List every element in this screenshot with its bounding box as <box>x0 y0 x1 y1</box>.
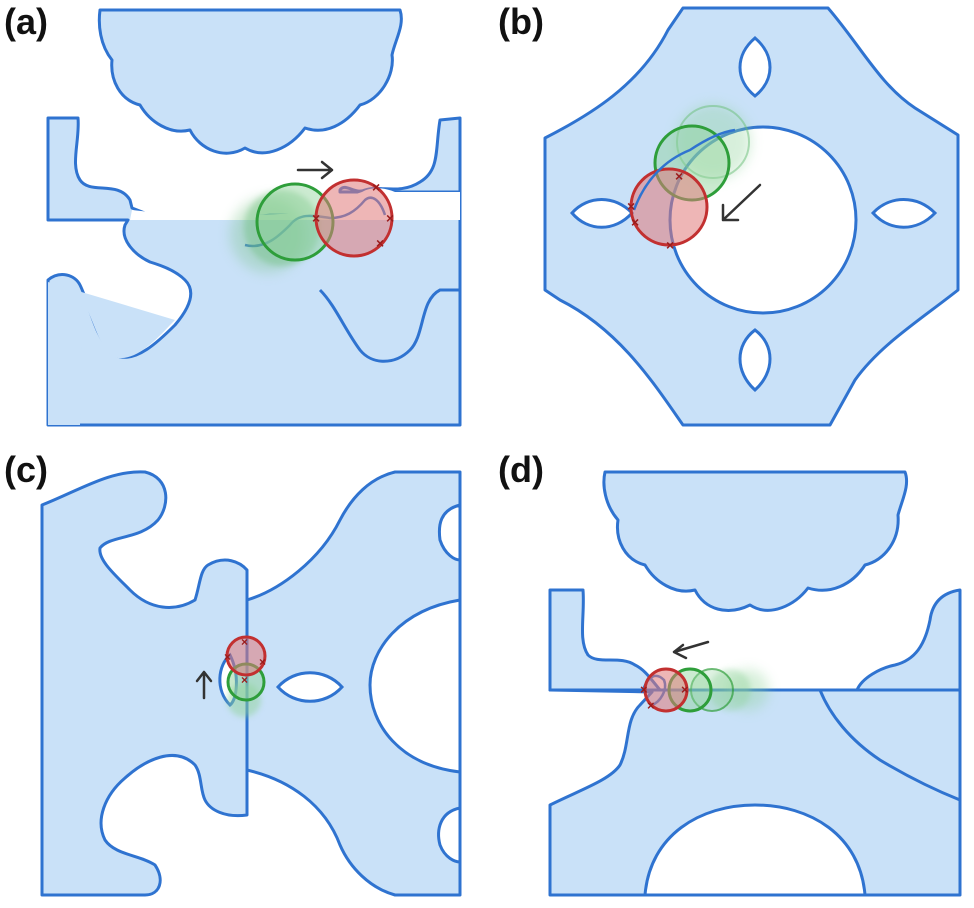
panel-b: (b) × × × × <box>498 1 960 427</box>
panel-a-lower-left-notch <box>48 282 175 425</box>
panel-c-markers: × × × × <box>224 635 266 687</box>
panel-d-right-shoulder <box>818 688 962 802</box>
panel-a: (a) × × × × <box>4 1 462 427</box>
panel-b-marker: × <box>666 237 674 253</box>
panel-c-direction-arrow <box>195 670 213 700</box>
panel-c-marker: × <box>259 655 266 669</box>
panel-c-left-plate <box>40 470 249 897</box>
panel-c-marker: × <box>241 673 248 687</box>
panel-b-ghost-circle-2 <box>676 105 750 179</box>
panel-a-red-circle <box>314 178 394 258</box>
panel-d-direction-arrow <box>672 640 710 660</box>
panel-c-marker: × <box>241 635 248 649</box>
panel-c-label: (c) <box>4 449 48 490</box>
panel-a-label: (a) <box>4 1 48 42</box>
panel-c-big-hole <box>368 598 462 774</box>
panel-d-marker: × <box>640 682 648 697</box>
panel-a-marker: × <box>386 210 394 226</box>
panel-d: (d) × × × <box>498 449 962 897</box>
panel-b-trajectory <box>632 128 736 211</box>
panel-c-top-right-notch <box>437 503 462 562</box>
panel-b-marker: × <box>627 198 635 214</box>
panel-c-right-plate <box>245 470 462 897</box>
panel-a-marker: × <box>376 235 384 251</box>
panel-d-red-circle <box>643 667 689 713</box>
panel-c: (c) × × × × <box>4 449 462 897</box>
panel-d-top-blob <box>602 470 909 612</box>
panel-d-label: (d) <box>498 449 544 490</box>
panel-b-red-circle <box>629 167 709 247</box>
panel-d-right-tab <box>855 588 962 692</box>
panel-a-marker: × <box>312 210 320 226</box>
panel-d-bottom-arch <box>643 803 867 897</box>
panel-b-label: (b) <box>498 1 544 42</box>
panel-d-marker: × <box>647 698 655 713</box>
panel-a-ghost-circle-2 <box>244 190 320 266</box>
panel-b-ghost-circle-1 <box>675 104 751 180</box>
panel-b-markers: × × × × <box>627 168 683 253</box>
panel-d-markers: × × × <box>640 682 689 713</box>
panel-b-marker: × <box>631 214 639 230</box>
panel-d-ghost-circle-2 <box>709 669 751 711</box>
panel-a-main-body <box>46 116 462 427</box>
panel-c-lens-hole <box>275 671 345 703</box>
panel-c-red-circle <box>225 635 267 677</box>
panel-b-lens-top <box>738 36 772 98</box>
panel-a-marker: × <box>372 179 380 195</box>
panel-b-marker: × <box>675 168 683 184</box>
panel-b-direction-arrow <box>721 183 762 222</box>
panel-c-bottom-right-notch <box>437 806 462 864</box>
panel-d-marker: × <box>681 682 689 697</box>
panel-d-left-tab <box>548 588 662 692</box>
panel-c-marker: × <box>224 650 231 664</box>
panel-b-lens-bottom <box>738 328 772 393</box>
panel-b-lens-right <box>870 198 938 229</box>
panel-a-markers: × × × × <box>312 179 394 251</box>
panel-a-lower-right-notch <box>318 288 460 363</box>
panel-a-direction-arrow <box>296 160 334 180</box>
panel-a-top-blob <box>97 8 403 155</box>
